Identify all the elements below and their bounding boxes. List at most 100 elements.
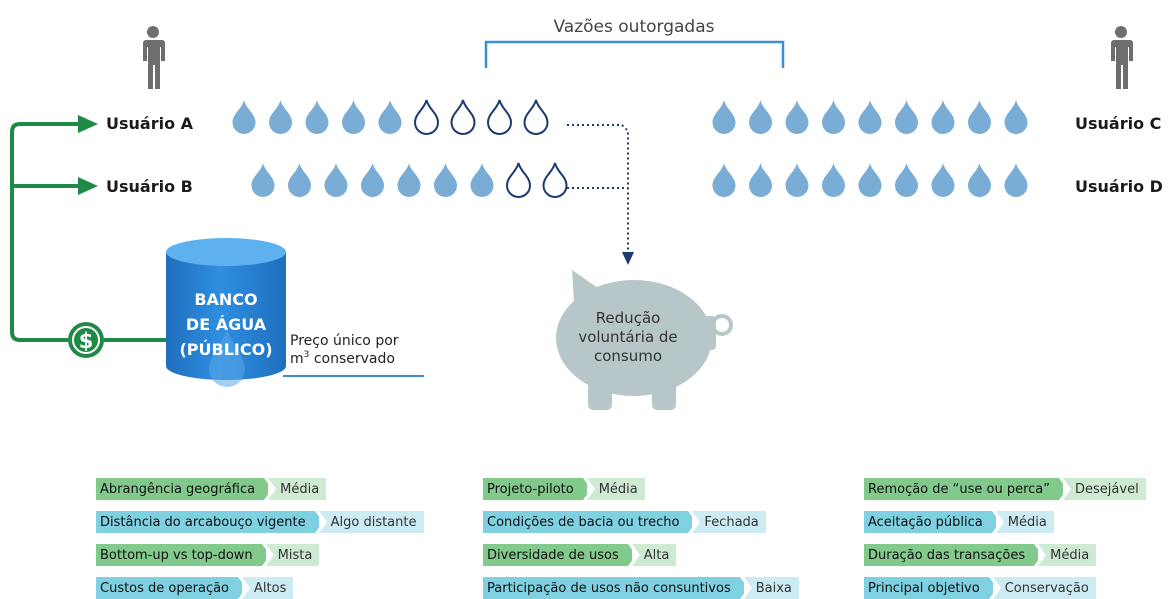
water-drop-filled-icon <box>305 100 329 134</box>
piggy-bank-icon <box>556 270 733 410</box>
water-drop-filled-icon <box>1004 100 1028 134</box>
water-drop-filled-icon <box>858 163 882 198</box>
water-drop-filled-icon <box>712 163 736 198</box>
water-drop-filled-icon <box>822 100 845 134</box>
attribute-label: Diversidade de usos <box>483 544 636 566</box>
attribute-value: Algo distante <box>318 511 424 533</box>
dotted-connector-arrowhead <box>622 252 634 265</box>
bank-label-line1: BANCO <box>194 290 257 309</box>
water-drop-filled-icon <box>434 163 457 198</box>
attribute-label: Aceitação pública <box>864 511 1000 533</box>
water-drop-filled-icon <box>895 100 918 134</box>
attribute-label: Custos de operação <box>96 577 247 599</box>
water-drop-outline-icon <box>413 99 440 135</box>
water-drop-filled-icon <box>324 163 348 198</box>
user-a-label: Usuário A <box>106 114 194 133</box>
water-drop-filled-icon <box>361 163 384 198</box>
drop-row-user-c <box>712 100 1028 134</box>
water-drop-filled-icon <box>858 100 882 134</box>
water-drop-outline-icon <box>450 99 476 135</box>
water-drop-filled-icon <box>822 163 845 198</box>
bank-label-line2: DE ÁGUA <box>186 315 267 334</box>
water-drop-filled-icon <box>931 163 955 198</box>
attribute-label: Projeto-piloto <box>483 478 591 500</box>
water-bank-cylinder: BANCO DE ÁGUA (PÚBLICO) <box>166 238 286 387</box>
dollar-symbol: $ <box>79 329 94 353</box>
person-icon-left <box>143 26 165 89</box>
attribute-value: Conservação <box>992 577 1096 599</box>
water-drop-filled-icon <box>1004 163 1028 198</box>
attribute-value: Baixa <box>743 577 799 599</box>
water-drop-filled-icon <box>968 163 991 198</box>
attribute-label: Bottom-up vs top-down <box>96 544 270 566</box>
water-drop-outline-icon <box>542 162 568 198</box>
drop-row-user-d <box>712 163 1028 198</box>
attribute-value: Alta <box>631 544 677 566</box>
water-drop-outline-icon <box>505 162 532 198</box>
attribute-label: Remoção de “use ou perca” <box>864 478 1068 500</box>
user-d-label: Usuário D <box>1075 177 1163 196</box>
piggy-label-line3: consumo <box>594 347 662 365</box>
allocation-bracket <box>484 40 785 68</box>
water-drop-filled-icon <box>269 100 292 134</box>
person-icon-right <box>1111 26 1133 89</box>
bank-label-line3: (PÚBLICO) <box>179 340 272 359</box>
drop-row-user-b <box>251 162 568 198</box>
attribute-label: Duração das transações <box>864 544 1043 566</box>
user-b-label: Usuário B <box>106 177 193 196</box>
attribute-value: Fechada <box>692 511 766 533</box>
attribute-tag: Remoção de “use ou perca”Desejável <box>864 478 1146 500</box>
attribute-label: Condições de bacia ou trecho <box>483 511 697 533</box>
water-drop-filled-icon <box>749 163 772 198</box>
piggy-label-line2: voluntária de <box>578 328 677 346</box>
price-caption-line1: Preço único por <box>290 333 399 349</box>
bank-water-drop-icon <box>209 330 245 387</box>
water-drop-filled-icon <box>785 100 809 134</box>
water-drop-outline-icon <box>486 99 513 135</box>
piggy-label-line1: Redução <box>596 309 661 327</box>
green-arrowhead-b <box>78 177 98 195</box>
attribute-value: Desejável <box>1063 478 1146 500</box>
price-caption-line2: m3 conservado <box>290 350 395 367</box>
green-flow-line <box>10 122 80 342</box>
water-drop-filled-icon <box>251 163 275 198</box>
water-drop-filled-icon <box>342 100 365 134</box>
attribute-value: Mista <box>265 544 320 566</box>
water-drop-filled-icon <box>470 163 494 198</box>
water-drop-filled-icon <box>378 100 402 134</box>
dollar-coin-icon: $ <box>68 322 104 358</box>
water-drop-filled-icon <box>931 100 955 134</box>
water-drop-filled-icon <box>968 100 991 134</box>
attribute-value: Média <box>1038 544 1097 566</box>
water-drop-filled-icon <box>895 163 918 198</box>
attribute-value: Altos <box>242 577 294 599</box>
water-drop-filled-icon <box>712 100 736 134</box>
green-arrowhead-a <box>78 115 98 133</box>
water-drop-filled-icon <box>288 163 311 198</box>
water-drop-filled-icon <box>749 100 772 134</box>
attribute-label: Distância do arcabouço vigente <box>96 511 323 533</box>
water-drop-outline-icon <box>523 99 549 135</box>
attribute-value: Média <box>268 478 327 500</box>
water-drop-filled-icon <box>785 163 809 198</box>
attribute-label: Participação de usos não consuntivos <box>483 577 748 599</box>
water-drop-filled-icon <box>397 163 421 198</box>
drop-row-user-a <box>232 99 549 135</box>
attribute-value: Média <box>586 478 645 500</box>
attribute-label: Principal objetivo <box>864 577 997 599</box>
allocation-title: Vazões outorgadas <box>554 17 715 37</box>
water-drop-filled-icon <box>232 100 256 134</box>
attribute-label: Abrangência geográfica <box>96 478 273 500</box>
